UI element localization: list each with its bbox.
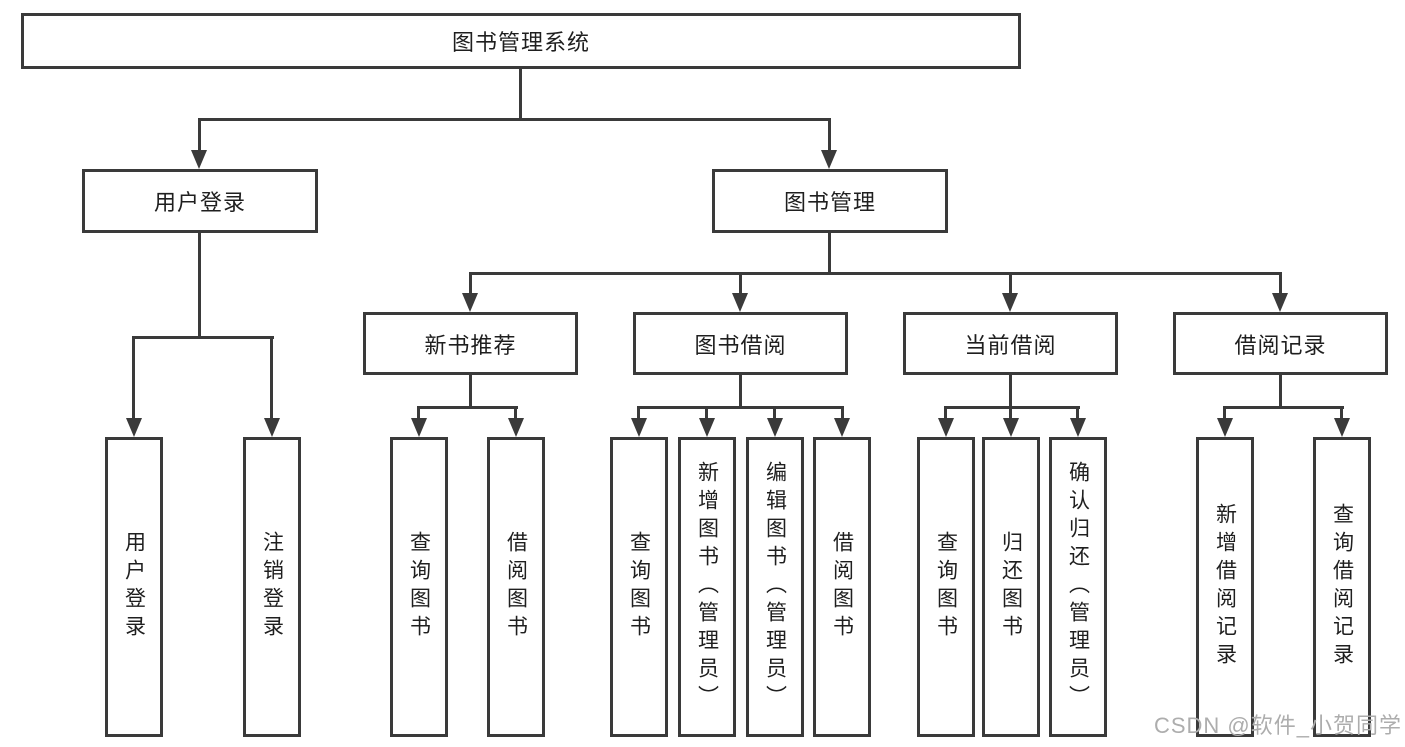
leaf-label: 确认归还（管理员） — [1066, 461, 1090, 713]
connector-drop-book-borrow — [739, 272, 742, 295]
node-label: 图书借阅 — [694, 332, 787, 358]
leaf-add-books-admin: 新增图书（管理员） — [678, 437, 736, 737]
connector-leaf-drop — [705, 406, 708, 420]
connector-leaf-drop — [1009, 406, 1012, 420]
connector-book-management-stem — [828, 233, 831, 272]
node-book-management: 图书管理 — [712, 169, 948, 233]
leaf-label: 注销登录 — [260, 531, 284, 643]
arrowhead-icon — [631, 418, 647, 437]
arrowhead-icon — [411, 418, 427, 437]
node-label: 借阅记录 — [1234, 332, 1327, 358]
connector-drop-new-books — [469, 272, 472, 295]
connector-leaf-drop — [773, 406, 776, 420]
arrowhead-icon — [767, 418, 783, 437]
leaf-borrow-books-recommend: 借阅图书 — [487, 437, 545, 737]
node-book-borrowing: 图书借阅 — [633, 312, 848, 375]
arrowhead-icon — [1272, 293, 1288, 312]
arrowhead-icon — [821, 150, 837, 169]
connector-current-borrow-stem — [1009, 375, 1012, 406]
node-current-borrowing: 当前借阅 — [903, 312, 1118, 375]
arrowhead-icon — [191, 150, 207, 169]
node-new-book-recommend: 新书推荐 — [363, 312, 578, 375]
leaf-label: 查询图书 — [627, 531, 651, 643]
connector-new-book-stem — [469, 375, 472, 406]
connector-borrow-records-stem — [1279, 375, 1282, 406]
connector-new-book-bus — [418, 406, 518, 409]
leaf-query-borrow-record: 查询借阅记录 — [1313, 437, 1371, 737]
connector-drop-borrow-records — [1279, 272, 1282, 295]
connector-drop-book-management — [828, 118, 831, 152]
leaf-label: 归还图书 — [999, 531, 1023, 643]
connector-leaf-drop — [1076, 406, 1079, 420]
arrowhead-icon — [732, 293, 748, 312]
arrowhead-icon — [126, 418, 142, 437]
node-label: 图书管理系统 — [451, 30, 590, 55]
connector-leaf-drop — [1340, 406, 1343, 420]
leaf-label: 用户登录 — [122, 531, 146, 643]
leaf-borrow-books-borrowing: 借阅图书 — [813, 437, 871, 737]
node-root-library-system: 图书管理系统 — [21, 13, 1021, 69]
leaf-edit-books-admin: 编辑图书（管理员） — [746, 437, 804, 737]
connector-leaf-drop — [944, 406, 947, 420]
connector-user-login-bus — [132, 336, 274, 339]
leaf-label: 查询图书 — [407, 531, 431, 643]
leaf-query-books-recommend: 查询图书 — [390, 437, 448, 737]
leaf-add-borrow-record: 新增借阅记录 — [1196, 437, 1254, 737]
connector-leaf-drop — [637, 406, 640, 420]
arrowhead-icon — [1217, 418, 1233, 437]
leaf-label: 查询图书 — [934, 531, 958, 643]
connector-book-borrow-bus — [637, 406, 844, 409]
connector-leaf-drop — [514, 406, 517, 420]
arrowhead-icon — [1003, 418, 1019, 437]
leaf-label: 借阅图书 — [504, 531, 528, 643]
connector-root-stem — [519, 69, 522, 118]
arrowhead-icon — [462, 293, 478, 312]
leaf-label: 新增图书（管理员） — [695, 461, 719, 713]
leaf-confirm-return-admin: 确认归还（管理员） — [1049, 437, 1107, 737]
connector-level3-bus — [469, 272, 1282, 275]
arrowhead-icon — [1334, 418, 1350, 437]
node-label: 当前借阅 — [964, 332, 1057, 358]
leaf-query-books-borrowing: 查询图书 — [610, 437, 668, 737]
node-label: 用户登录 — [153, 190, 246, 215]
node-label: 图书管理 — [783, 190, 876, 215]
connector-user-login-stem — [198, 233, 201, 336]
arrowhead-icon — [938, 418, 954, 437]
leaf-user-login: 用户登录 — [105, 437, 163, 737]
arrowhead-icon — [699, 418, 715, 437]
leaf-label: 查询借阅记录 — [1330, 503, 1354, 671]
connector-drop-leaf-login — [132, 336, 135, 420]
connector-level2-bus — [198, 118, 831, 121]
leaf-logout: 注销登录 — [243, 437, 301, 737]
connector-leaf-drop — [841, 406, 844, 420]
connector-drop-current-borrow — [1009, 272, 1012, 295]
node-borrowing-records: 借阅记录 — [1173, 312, 1388, 375]
leaf-label: 新增借阅记录 — [1213, 503, 1237, 671]
leaf-label: 编辑图书（管理员） — [763, 461, 787, 713]
leaf-query-books-current: 查询图书 — [917, 437, 975, 737]
connector-leaf-drop — [417, 406, 420, 420]
connector-drop-user-login — [198, 118, 201, 152]
arrowhead-icon — [508, 418, 524, 437]
arrowhead-icon — [1002, 293, 1018, 312]
connector-book-borrow-stem — [739, 375, 742, 406]
leaf-label: 借阅图书 — [830, 531, 854, 643]
node-label: 新书推荐 — [424, 332, 517, 358]
connector-leaf-drop — [1223, 406, 1226, 420]
leaf-return-books: 归还图书 — [982, 437, 1040, 737]
node-user-login: 用户登录 — [82, 169, 318, 233]
csdn-watermark: CSDN @软件_小贺同学 — [1153, 713, 1402, 738]
connector-drop-leaf-logout — [270, 336, 273, 420]
arrowhead-icon — [834, 418, 850, 437]
connector-current-borrow-bus — [944, 406, 1080, 409]
connector-borrow-records-bus — [1223, 406, 1344, 409]
arrowhead-icon — [1070, 418, 1086, 437]
arrowhead-icon — [264, 418, 280, 437]
